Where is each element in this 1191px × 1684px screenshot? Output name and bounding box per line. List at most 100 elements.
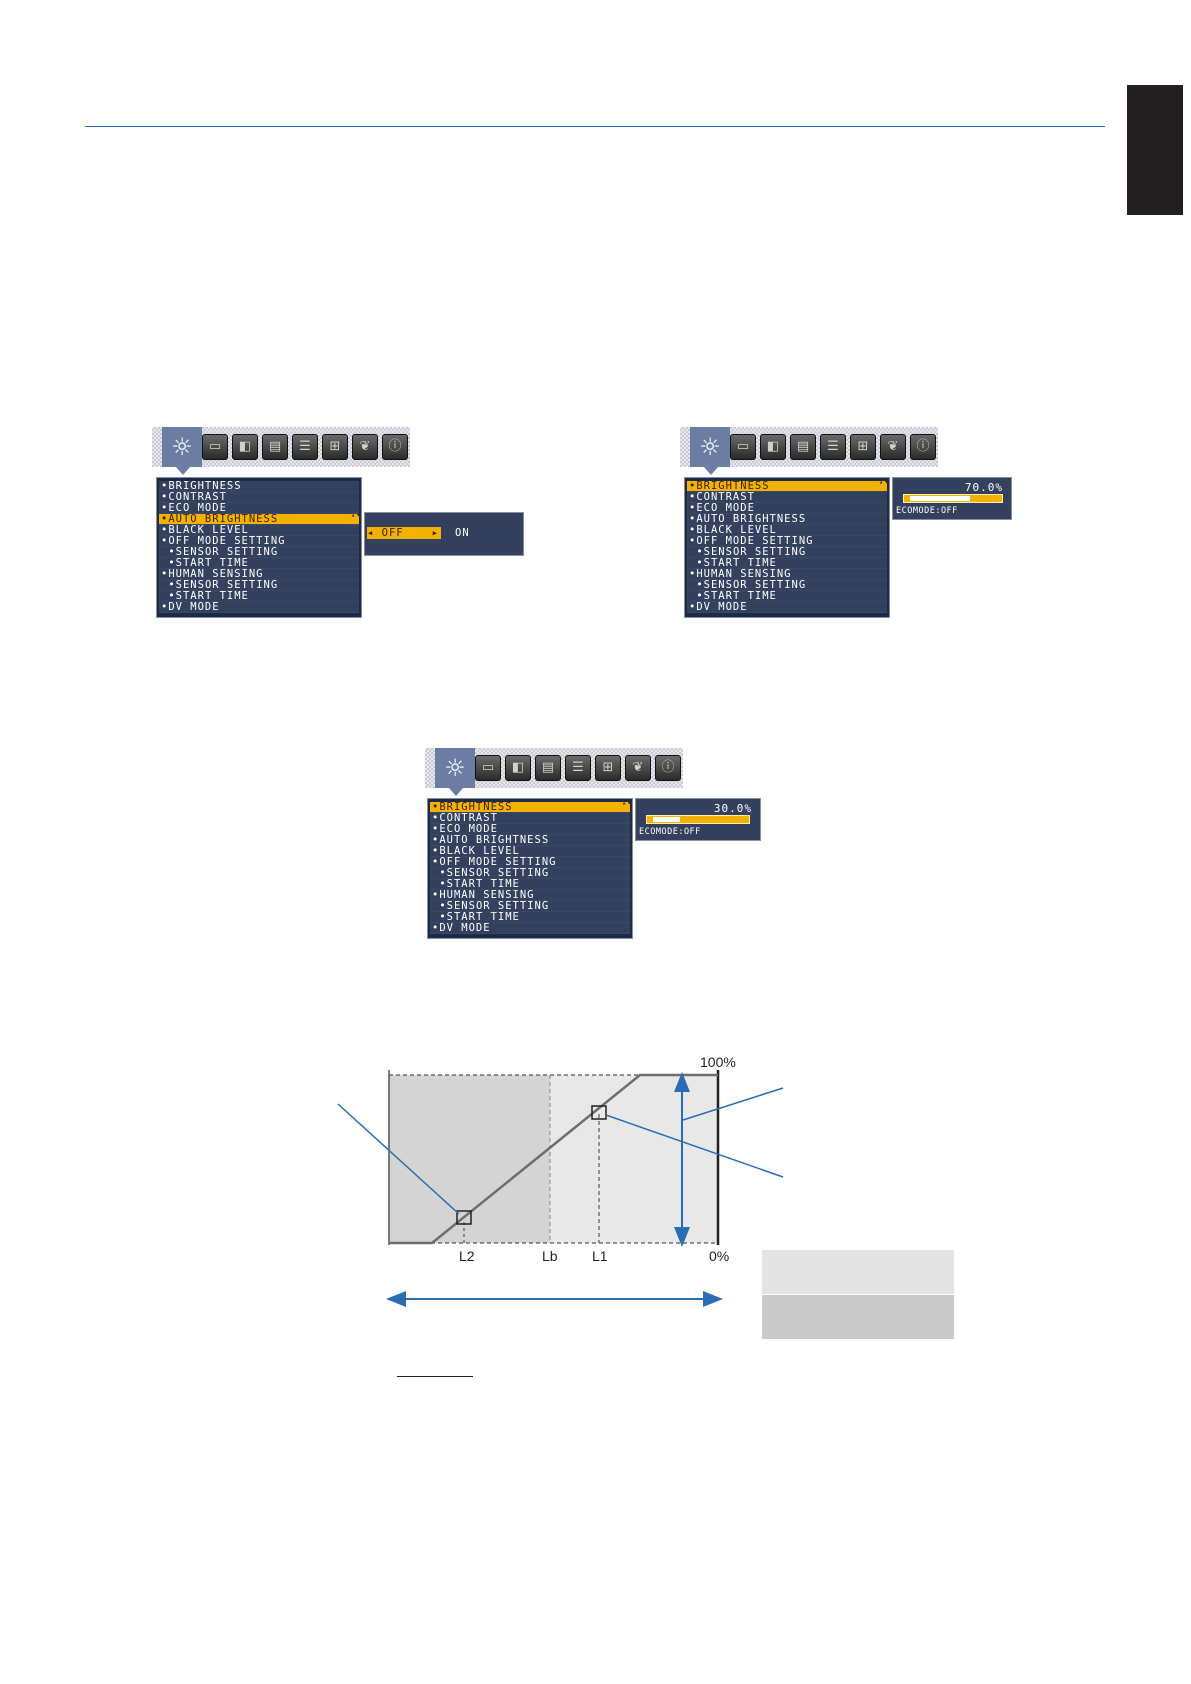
osd-menu-brightness-70: ☼ ▭ ◧ ▤ ☰ ⊞ ❦ ⓘ •BRIGHTNESS •CONTRAST •E…: [680, 427, 1020, 618]
grid-icon[interactable]: ⊞: [595, 755, 621, 781]
picture-icon[interactable]: ▭: [730, 434, 756, 460]
menu-item[interactable]: •BRIGHTNESS: [159, 481, 359, 492]
info-icon[interactable]: ⓘ: [655, 755, 681, 781]
osd-icon-bar: ☼ ▭ ◧ ▤ ☰ ⊞ ❦ ⓘ: [680, 427, 938, 475]
menu-item[interactable]: •DV MODE: [687, 602, 887, 613]
menu-subitem[interactable]: •SENSOR SETTING: [687, 547, 887, 558]
menu-item-selected[interactable]: •BRIGHTNESS: [430, 800, 630, 813]
grid-icon[interactable]: ⊞: [322, 434, 348, 460]
menu-item-selected[interactable]: •BRIGHTNESS: [687, 479, 887, 492]
menu-item[interactable]: •HUMAN SENSING: [687, 569, 887, 580]
menu-item[interactable]: •AUTO BRIGHTNESS: [430, 835, 630, 846]
menu-item[interactable]: •HUMAN SENSING: [159, 569, 359, 580]
menu-item[interactable]: •ECO MODE: [430, 824, 630, 835]
label-l1: L1: [592, 1248, 608, 1264]
brightness-slider[interactable]: [903, 494, 1003, 503]
osd-menu-list: •BRIGHTNESS •CONTRAST •ECO MODE •AUTO BR…: [684, 477, 890, 618]
callout-line-right-lower: [605, 1114, 784, 1178]
menu-item[interactable]: •HUMAN SENSING: [430, 890, 630, 901]
callout-line-right-upper: [682, 1087, 784, 1121]
l2-marker: [456, 1210, 472, 1225]
sun-icon[interactable]: ☼: [699, 433, 721, 461]
label-lb: Lb: [542, 1248, 558, 1264]
menu-item[interactable]: •AUTO BRIGHTNESS: [687, 514, 887, 525]
sun-icon[interactable]: ☼: [171, 433, 193, 461]
menu-subitem[interactable]: •START TIME: [687, 558, 887, 569]
menu-item[interactable]: •DV MODE: [159, 602, 359, 613]
tray-icon[interactable]: ▤: [262, 434, 288, 460]
brightness-value-panel: 70.0% ECOMODE:OFF: [892, 477, 1012, 520]
tray-icon[interactable]: ▤: [790, 434, 816, 460]
osd-menu-auto-brightness: ☼ ▭ ◧ ▤ ☰ ⊞ ❦ ⓘ •BRIGHTNESS •CONTRAST •E…: [152, 427, 532, 618]
label-l2: L2: [459, 1248, 475, 1264]
menu-item-selected[interactable]: •AUTO BRIGHTNESS: [159, 512, 359, 525]
multi-icon[interactable]: ☰: [565, 755, 591, 781]
eco-mode-label: ECOMODE:OFF: [639, 827, 701, 837]
menu-subitem[interactable]: •SENSOR SETTING: [159, 547, 359, 558]
slider-fill: [910, 496, 970, 501]
label-100-percent: 100%: [700, 1054, 736, 1070]
menu-item[interactable]: •CONTRAST: [687, 492, 887, 503]
menu-item[interactable]: •OFF MODE SETTING: [159, 536, 359, 547]
menu-item[interactable]: •DV MODE: [430, 923, 630, 934]
label-0-percent: 0%: [709, 1248, 729, 1264]
menu-subitem[interactable]: •SENSOR SETTING: [430, 901, 630, 912]
eco-mode-label: ECOMODE:OFF: [896, 506, 958, 516]
menu-subitem[interactable]: •START TIME: [687, 591, 887, 602]
menu-item[interactable]: •CONTRAST: [159, 492, 359, 503]
brightness-slider[interactable]: [646, 815, 750, 824]
tray-icon[interactable]: ▤: [535, 755, 561, 781]
menu-item[interactable]: •CONTRAST: [430, 813, 630, 824]
menu-subitem[interactable]: •SENSOR SETTING: [687, 580, 887, 591]
grid-icon[interactable]: ⊞: [850, 434, 876, 460]
leaf-icon[interactable]: ❦: [880, 434, 906, 460]
leaf-icon[interactable]: ❦: [625, 755, 651, 781]
menu-subitem[interactable]: •SENSOR SETTING: [430, 868, 630, 879]
underline-rule: [397, 1376, 473, 1377]
picture-icon[interactable]: ▭: [475, 755, 501, 781]
osd-menu-list: •BRIGHTNESS •CONTRAST •ECO MODE •AUTO BR…: [156, 477, 362, 618]
legend-light-swatch: [762, 1250, 954, 1294]
menu-subitem[interactable]: •START TIME: [430, 879, 630, 890]
slider-fill: [653, 817, 680, 822]
dark-region: [389, 1075, 550, 1243]
selected-tab-highlight: [162, 427, 202, 475]
leaf-icon[interactable]: ❦: [352, 434, 378, 460]
header-rule: [85, 126, 1105, 127]
split-icon[interactable]: ◧: [760, 434, 786, 460]
chapter-tab: [1127, 85, 1183, 215]
callout-line-left: [337, 1103, 460, 1215]
menu-subitem[interactable]: •START TIME: [159, 591, 359, 602]
auto-brightness-options: ◂ OFF▸ ON: [364, 512, 524, 556]
menu-item[interactable]: •BLACK LEVEL: [159, 525, 359, 536]
osd-menu-list: •BRIGHTNESS •CONTRAST •ECO MODE •AUTO BR…: [427, 798, 633, 939]
menu-item[interactable]: •ECO MODE: [687, 503, 887, 514]
sun-icon[interactable]: ☼: [444, 754, 466, 782]
legend-dark-swatch: [762, 1295, 954, 1339]
selected-tab-highlight: [435, 748, 475, 796]
menu-item[interactable]: •BLACK LEVEL: [430, 846, 630, 857]
osd-icon-bar: ☼ ▭ ◧ ▤ ☰ ⊞ ❦ ⓘ: [152, 427, 410, 475]
info-icon[interactable]: ⓘ: [910, 434, 936, 460]
osd-menu-brightness-30: ☼ ▭ ◧ ▤ ☰ ⊞ ❦ ⓘ •BRIGHTNESS •CONTRAST •E…: [425, 748, 765, 939]
menu-item[interactable]: •OFF MODE SETTING: [687, 536, 887, 547]
light-region: [550, 1075, 718, 1243]
menu-item[interactable]: •OFF MODE SETTING: [430, 857, 630, 868]
info-icon[interactable]: ⓘ: [382, 434, 408, 460]
menu-item[interactable]: •BLACK LEVEL: [687, 525, 887, 536]
picture-icon[interactable]: ▭: [202, 434, 228, 460]
split-icon[interactable]: ◧: [505, 755, 531, 781]
menu-subitem[interactable]: •START TIME: [430, 912, 630, 923]
brightness-value-panel: 30.0% ECOMODE:OFF: [635, 798, 761, 841]
menu-subitem[interactable]: •SENSOR SETTING: [159, 580, 359, 591]
multi-icon[interactable]: ☰: [820, 434, 846, 460]
multi-icon[interactable]: ☰: [292, 434, 318, 460]
brightness-value: 70.0%: [964, 481, 1003, 494]
menu-subitem[interactable]: •START TIME: [159, 558, 359, 569]
l1-marker: [591, 1105, 607, 1120]
split-icon[interactable]: ◧: [232, 434, 258, 460]
option-off[interactable]: ◂ OFF▸: [367, 527, 441, 539]
brightness-value: 30.0%: [713, 802, 752, 815]
option-on[interactable]: ON: [455, 527, 470, 539]
